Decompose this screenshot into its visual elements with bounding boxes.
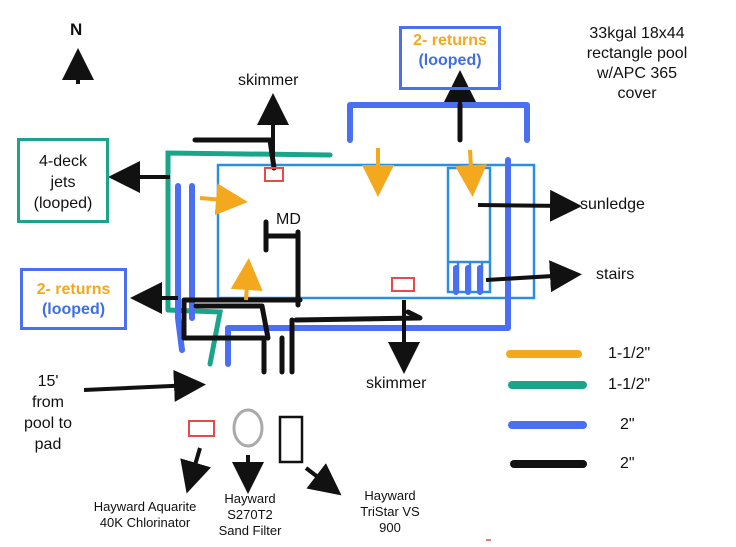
returns-left-label: 2- returns (looped) (20, 280, 127, 320)
skimmer-top-marker (264, 167, 284, 182)
distance-label: 15' from pool to pad (18, 371, 78, 455)
chlorinator-line: Hayward Aquarite (93, 499, 197, 514)
legend-label-black: 2" (620, 455, 635, 472)
filter-line: S270T2 (227, 507, 273, 522)
arrow-stairs (485, 260, 582, 293)
returns-left-line1: 2- returns (36, 281, 111, 298)
skimmer-bottom-marker (391, 277, 415, 292)
md-label: MD (276, 211, 301, 228)
chlorinator-line: 40K Chlorinator (99, 515, 191, 530)
legend-lines (506, 350, 587, 468)
filter-line: Hayward (224, 491, 276, 506)
pool-info-line: w/APC 365 (596, 65, 678, 82)
distance-line: pad (34, 436, 62, 453)
legend-label-orange: 1-1/2" (608, 345, 651, 362)
distance-line: from (32, 394, 64, 411)
pump-line: 900 (379, 520, 401, 535)
deck-jets-label: 4-deck jets (looped) (17, 151, 109, 214)
skimmer-top-label: skimmer (238, 72, 299, 89)
legend-label-teal: 1-1/2" (608, 376, 651, 393)
arrow-chlorinator (180, 447, 211, 494)
legend-label-blue: 2" (620, 416, 635, 433)
arrow-pump (304, 463, 342, 496)
returns-top-box (399, 26, 501, 90)
skimmer-bottom-label: skimmer (366, 375, 427, 392)
pump-label: Hayward TriStar VS 900 (340, 488, 440, 536)
deck-jets-box (17, 138, 109, 223)
distance-line: pool to (23, 415, 73, 432)
returns-left-box (20, 268, 127, 330)
pool-info: 33kgal 18x44 rectangle pool w/APC 365 co… (568, 24, 706, 104)
pool-info-line: rectangle pool (586, 45, 688, 62)
compass-label: N (70, 20, 83, 39)
pump-line: Hayward (364, 488, 416, 503)
pump-line: TriStar VS (360, 504, 420, 519)
returns-top-label: 2- returns (looped) (399, 31, 501, 71)
stairs-label: stairs (596, 266, 635, 283)
filter-label: Hayward S270T2 Sand Filter (205, 491, 295, 539)
arrow-sunledge (477, 189, 582, 222)
sunledge-label: sunledge (580, 196, 645, 213)
returns-top-line1: 2- returns (413, 32, 487, 49)
chlorinator-label: Hayward Aquarite 40K Chlorinator (60, 499, 230, 531)
returns-top-line2: (looped) (418, 52, 482, 69)
deck-jets-line: jets (50, 174, 76, 191)
distance-line: 15' (37, 373, 59, 390)
arrow-pad (83, 369, 206, 402)
orange-return-arrows (199, 148, 487, 301)
black-arrows (83, 70, 582, 496)
pool-info-line: cover (617, 85, 657, 102)
pump-symbol (278, 415, 304, 464)
filter-line: Sand Filter (218, 523, 282, 538)
pool-info-line: 33kgal 18x44 (589, 25, 685, 42)
returns-left-line2: (looped) (41, 301, 106, 318)
deck-jets-line: (looped) (33, 195, 93, 212)
chlorinator-symbol (188, 420, 215, 437)
deck-jets-line: 4-deck (38, 153, 88, 170)
sand-filter-symbol (232, 408, 264, 448)
blue-lines (175, 102, 530, 367)
